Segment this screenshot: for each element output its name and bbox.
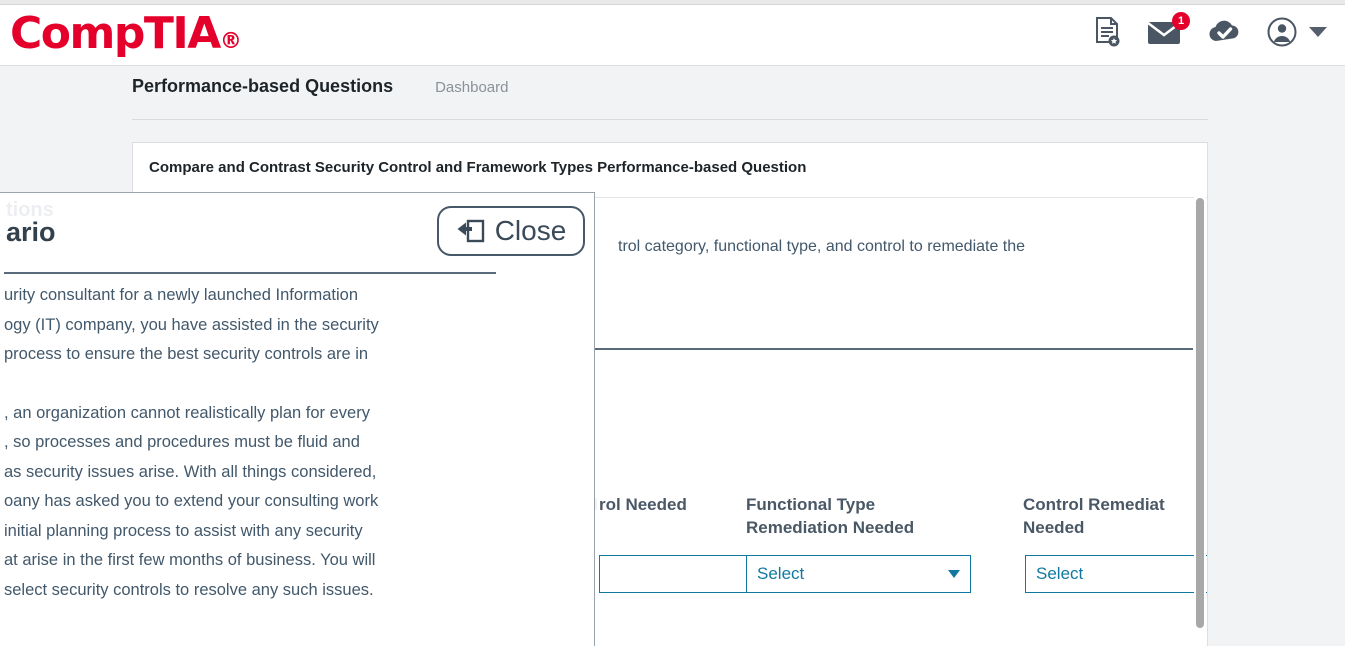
modal-paragraph-1: urity consultant for a newly launched In… — [4, 281, 474, 370]
modal-p2-line-4: oany has asked you to extend your consul… — [4, 492, 379, 510]
chevron-down-icon — [948, 570, 960, 578]
modal-paragraph-2: , an organization cannot realistically p… — [4, 399, 474, 606]
page-title: Compare and Contrast Security Control an… — [149, 159, 807, 176]
select-functional-type-row1[interactable]: Select — [746, 555, 971, 593]
user-avatar-icon[interactable] — [1267, 17, 1297, 47]
instructions-text: trol category, functional type, and cont… — [155, 236, 1155, 258]
app-header: CompTIA® 1 — [0, 5, 1345, 66]
tab-performance-based-questions[interactable]: Performance-based Questions — [132, 76, 394, 96]
browser-chrome-strip — [0, 0, 1345, 5]
select-control-row1-value: Select — [1036, 564, 1084, 583]
logo-registered-mark: ® — [219, 29, 242, 54]
modal-title: ario — [6, 217, 56, 247]
modal-divider — [4, 272, 496, 274]
logo-text: CompTIA — [10, 8, 221, 59]
modal-p1-line-2: ogy (IT) company, you have assisted in t… — [4, 315, 379, 334]
message-badge: 1 — [1172, 11, 1190, 30]
modal-p1-line-3: process to ensure the best security cont… — [4, 345, 369, 363]
envelope-icon[interactable]: 1 — [1147, 11, 1190, 45]
column-header-functional-type-row1: Functional Type Remediation Needed — [746, 495, 915, 537]
instructions-visible-fragment: trol category, functional type, and cont… — [618, 238, 1026, 255]
column-header-control-row1: Control Remediat Needed — [1023, 495, 1165, 537]
return-arrow-icon — [457, 219, 484, 242]
tab-dashboard[interactable]: Dashboard — [435, 79, 509, 96]
modal-ghost-heading: tions — [6, 199, 54, 221]
certificate-icon[interactable] — [1094, 17, 1121, 47]
modal-body: urity consultant for a newly launched In… — [4, 281, 474, 634]
vertical-scrollbar-thumb[interactable] — [1196, 198, 1204, 628]
modal-p2-line-7: select security controls to resolve any … — [4, 580, 374, 599]
modal-p1-line-1: urity consultant for a newly launched In… — [4, 286, 359, 304]
select-functional-type-row1-value: Select — [757, 564, 805, 583]
column-header-security-control-row1-visible: rol Needed — [599, 495, 687, 514]
cloud-check-icon[interactable] — [1207, 19, 1241, 45]
modal-p2-line-5: initial planning process to assist with … — [4, 521, 363, 540]
modal-p2-line-6: at arise in the first few months of busi… — [4, 551, 376, 569]
modal-p2-line-1: , an organization cannot realistically p… — [4, 403, 370, 422]
close-button-label: Close — [494, 215, 567, 246]
comptia-logo[interactable]: CompTIA® — [10, 8, 242, 67]
close-button[interactable]: Close — [437, 206, 585, 256]
select-control-row1[interactable]: Select — [1025, 555, 1207, 593]
page-tabs: Performance-based Questions Dashboard — [132, 76, 1208, 120]
header-icon-group: 1 — [1094, 11, 1327, 47]
card-divider — [133, 197, 1207, 198]
section-divider — [133, 348, 1193, 350]
modal-p2-line-2: , so processes and procedures must be fl… — [4, 433, 360, 451]
scenario-modal: tions ario Close urity consultant for a … — [0, 192, 595, 646]
modal-p2-line-3: as security issues arise. With all thing… — [4, 462, 377, 481]
chevron-down-icon[interactable] — [1309, 27, 1327, 37]
